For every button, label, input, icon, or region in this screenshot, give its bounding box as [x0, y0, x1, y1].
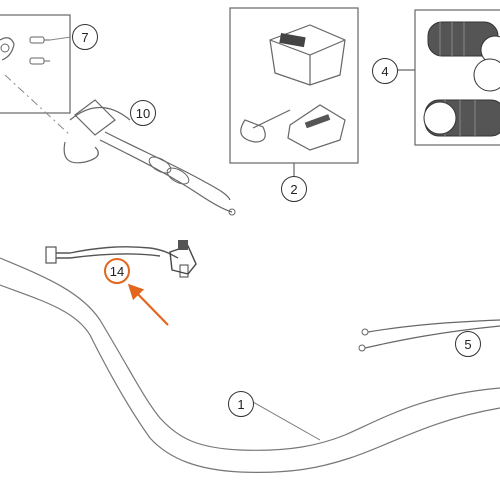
highlight-arrow [127, 283, 169, 326]
callout-1[interactable]: 1 [228, 391, 254, 417]
screw-icon [29, 36, 50, 44]
callout-7[interactable]: 7 [72, 24, 98, 50]
grip-icon [427, 21, 500, 65]
throttle-cable-part-10 [63, 99, 236, 216]
box-part-7 [0, 14, 72, 136]
box-part-2 [229, 7, 359, 176]
callout-4[interactable]: 4 [372, 58, 398, 84]
callout-5[interactable]: 5 [455, 331, 481, 357]
grip-icon [423, 58, 500, 137]
box-part-4 [398, 9, 500, 146]
switch-part-14 [45, 240, 197, 278]
callout-10[interactable]: 10 [130, 100, 156, 126]
callout-14[interactable]: 14 [104, 258, 130, 284]
screw-icon [29, 57, 50, 65]
callout-2[interactable]: 2 [281, 176, 307, 202]
handlebar-part-1 [0, 257, 500, 473]
wire-part-5 [358, 319, 500, 352]
